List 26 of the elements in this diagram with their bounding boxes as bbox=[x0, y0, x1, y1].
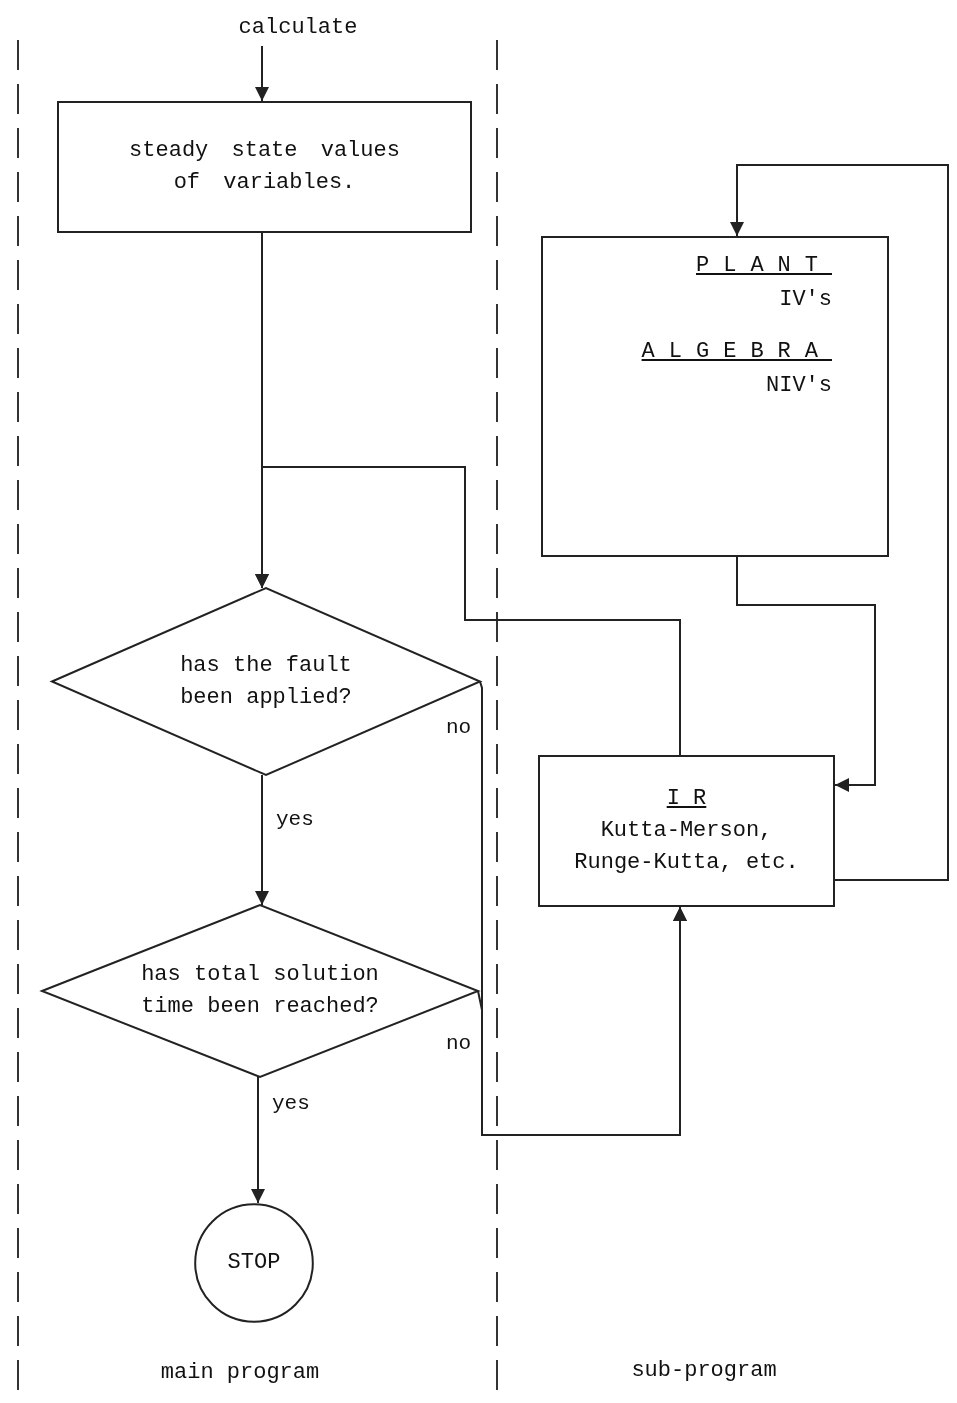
arrow bbox=[255, 45, 269, 102]
heading-text: PLANT bbox=[696, 252, 832, 280]
node-text: steady state values of variables. bbox=[128, 137, 401, 197]
heading-text: I R bbox=[666, 785, 707, 814]
arrow bbox=[251, 1076, 265, 1204]
node-text: NIV's bbox=[766, 371, 832, 400]
arrow bbox=[736, 556, 876, 792]
arrow bbox=[730, 164, 949, 881]
section-label: sub-program bbox=[631, 1358, 777, 1383]
node-text: STOP bbox=[227, 1249, 281, 1278]
node-text: has total solution time been reached? bbox=[140, 961, 380, 1021]
process-box bbox=[57, 101, 472, 233]
terminal-circle bbox=[194, 1203, 314, 1323]
arrow bbox=[255, 466, 681, 756]
node-text: Kutta-Merson, Runge-Kutta, etc. bbox=[573, 817, 800, 877]
section-label: main program bbox=[160, 1360, 320, 1385]
heading-text: ALGEBRA bbox=[641, 337, 832, 366]
start-label: calculate bbox=[238, 14, 358, 43]
node-text: has the fault been applied? bbox=[179, 651, 353, 712]
process-box bbox=[538, 755, 835, 907]
arrow bbox=[477, 906, 687, 1136]
process-box bbox=[541, 236, 889, 557]
node-text: IV's bbox=[779, 285, 832, 314]
decision-diamond bbox=[52, 588, 480, 775]
decision-diamond bbox=[42, 905, 478, 1077]
arrow bbox=[255, 774, 269, 906]
